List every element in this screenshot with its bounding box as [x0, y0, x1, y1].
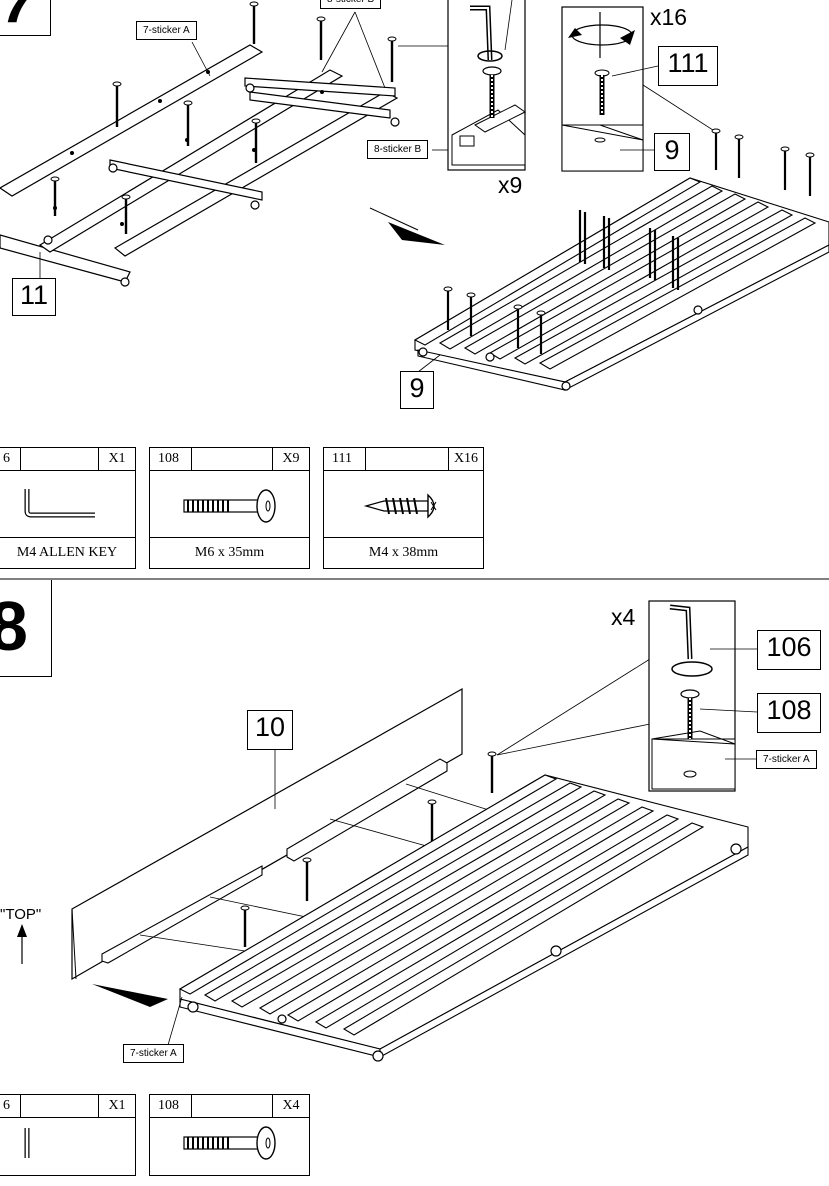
step-8-sticker-a-detail-label: 7-sticker A [756, 750, 817, 769]
bolt-icon [150, 471, 309, 539]
step-8-assembly-drawing [17, 600, 758, 1062]
step-7-sticker-a-label: 7-sticker A [136, 21, 197, 40]
part-qty: X16 [448, 448, 483, 470]
bolt-icon [150, 1118, 309, 1186]
part-code: 6 [0, 448, 21, 470]
step-7-multiplier-x9: x9 [498, 172, 523, 198]
part-108-label: 108 [757, 693, 821, 733]
part-code: 108 [150, 448, 192, 470]
step-7-part-card-108: 108 X9 M6 x 35mm [149, 447, 310, 569]
part-9-label-right: 9 [654, 133, 690, 171]
step-7-part-card-111: 111 X16 M4 x 38mm [323, 447, 484, 569]
step-8-part-card-108: 108 X4 [149, 1094, 310, 1176]
wood-screw-icon [324, 471, 483, 539]
part-111-label: 111 [658, 46, 718, 86]
part-code: 6 [0, 1095, 21, 1117]
step-7-multiplier-x16: x16 [650, 4, 688, 30]
part-qty: X1 [98, 448, 135, 470]
allen-key-icon [0, 1118, 135, 1186]
part-code: 111 [324, 448, 366, 470]
part-qty: X1 [98, 1095, 135, 1117]
part-desc: M6 x 35mm [150, 537, 309, 568]
step-8-sticker-a-bottom-label: 7-sticker A [123, 1044, 184, 1063]
step-7-frame-drawing [0, 0, 829, 580]
part-10-label: 10 [247, 710, 293, 750]
step-7-number-box: 7 [0, 0, 51, 36]
step-8-number-box: 8 [0, 580, 52, 677]
part-desc: M4 ALLEN KEY [0, 537, 135, 568]
part-11-label: 11 [12, 278, 56, 316]
part-code: 108 [150, 1095, 192, 1117]
step-7-number: 7 [2, 0, 36, 35]
step-8-part-card-allen-key: 6 X1 [0, 1094, 136, 1176]
step-7-sticker-b-label: 8-sticker B [367, 140, 429, 159]
part-desc: M4 x 38mm [324, 537, 483, 568]
top-direction-label: "TOP" [0, 906, 42, 923]
part-qty: X4 [272, 1095, 309, 1117]
step-8-multiplier-x4: x4 [611, 604, 636, 630]
step-7-part-card-allen-key: 6 X1 M4 ALLEN KEY [0, 447, 136, 569]
step-7-sticker-b-top-label: 8-sticker B [320, 0, 382, 9]
step-8-number: 8 [0, 586, 28, 666]
part-106-label: 106 [757, 630, 821, 670]
part-qty: X9 [272, 448, 309, 470]
allen-key-icon [0, 471, 135, 539]
part-9-label-bottom: 9 [400, 371, 434, 409]
